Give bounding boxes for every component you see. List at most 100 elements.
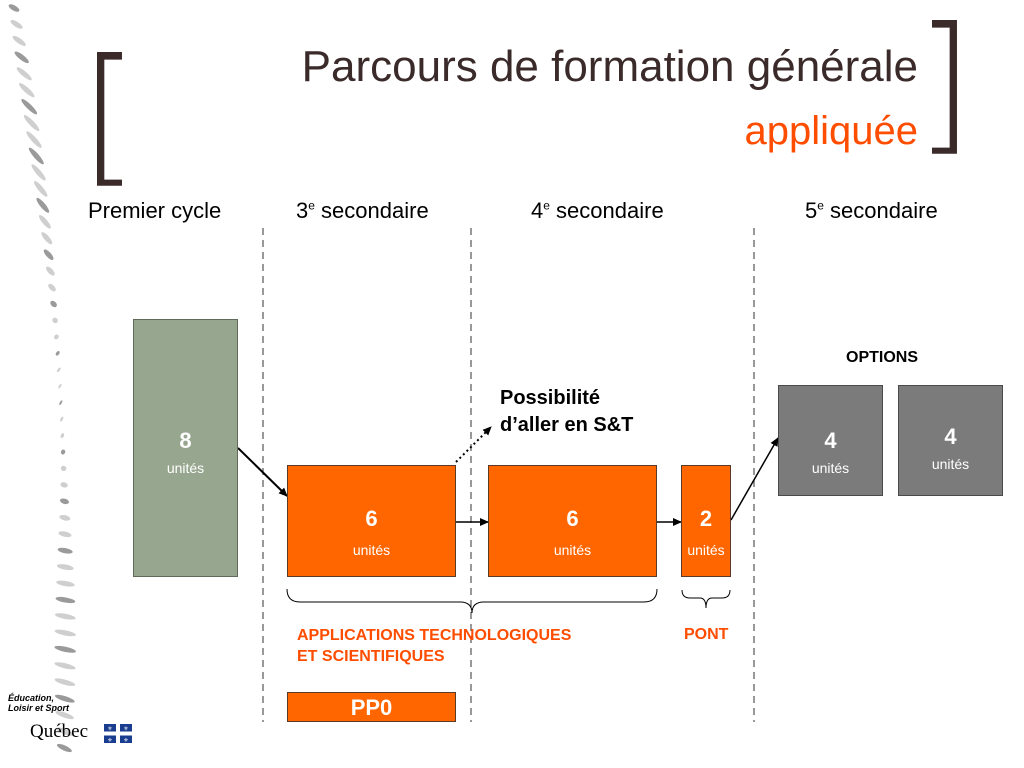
possibility-line-1: Possibilité	[500, 387, 601, 409]
swirl-leaf	[16, 67, 32, 81]
swirl-leaf	[54, 645, 76, 653]
logo-wordmark: Québec	[30, 721, 88, 743]
swirl-leaf	[56, 580, 75, 587]
column-header-sup: e	[543, 198, 550, 213]
swirl-leaf	[58, 383, 62, 389]
column-header-premier-cycle: Premier cycle	[88, 198, 221, 224]
swirl-leaf	[52, 317, 58, 324]
column-header-rest: secondaire	[549, 198, 664, 223]
unit-count: 2	[699, 506, 713, 531]
column-header-3e-secondaire: 3e secondaire	[296, 198, 429, 224]
possibility-label: Possibilité d’aller en S&T	[500, 385, 633, 439]
ministry-logo: Éducation, Loisir et Sport Québec ⚜ ⚜ ⚜ …	[8, 693, 138, 753]
swirl-leaf	[55, 351, 60, 356]
unit-label: unités	[931, 456, 970, 472]
unit-count: 4	[944, 424, 957, 449]
swirl-leaf	[60, 433, 65, 439]
swirl-leaf	[57, 367, 61, 373]
pont-label: PONT	[684, 626, 729, 643]
column-header-rest: secondaire	[314, 198, 429, 223]
swirl-leaf	[60, 498, 69, 505]
swirl-leaf	[28, 147, 44, 165]
unit-count: 4	[824, 428, 837, 453]
unit-label: unités	[811, 460, 850, 476]
svg-text:⚜: ⚜	[107, 737, 112, 743]
unit-count: 6	[365, 506, 378, 531]
box-pp0: PP0	[287, 692, 456, 722]
decorative-swirl	[8, 4, 76, 753]
column-header-number: 5	[805, 198, 818, 223]
swirl-leaf	[23, 115, 40, 132]
box-option-2: 4 unités	[898, 385, 1003, 496]
swirl-leaf	[57, 547, 73, 554]
swirl-leaf	[14, 51, 29, 64]
swirl-leaf	[58, 531, 72, 538]
dotted-arrow-to-st	[455, 426, 492, 463]
logo-quebec-text: Québec	[30, 721, 89, 742]
right-bracket: ]	[915, 0, 974, 170]
possibility-line-2: d’aller en S&T	[500, 414, 634, 436]
swirl-leaf	[56, 727, 73, 736]
column-header-5e-secondaire: 5e secondaire	[805, 198, 938, 224]
swirl-leaf	[43, 249, 54, 260]
swirl-leaf	[59, 400, 63, 406]
swirl-leaf	[36, 197, 50, 213]
applications-line-2: ET SCIENTIFIQUES	[297, 648, 445, 665]
brace-applications	[286, 588, 658, 614]
swirl-leaf	[38, 215, 51, 229]
swirl-leaf	[56, 564, 74, 571]
swirl-leaf	[19, 83, 35, 98]
swirl-leaf	[60, 449, 66, 455]
unit-label: unités	[166, 460, 205, 476]
unit-label: unités	[553, 542, 592, 558]
swirl-leaf	[8, 4, 20, 12]
page-subtitle: appliquée	[744, 109, 919, 153]
swirl-leaf	[50, 300, 57, 308]
unit-count: 8	[179, 428, 192, 453]
swirl-leaf	[60, 465, 67, 472]
swirl-leaf	[55, 596, 76, 604]
box-sec4: 6 unités	[488, 465, 657, 577]
svg-text:⚜: ⚜	[123, 726, 128, 733]
svg-text:⚜: ⚜	[123, 737, 128, 743]
swirl-leaf	[60, 416, 64, 422]
swirl-leaf	[10, 20, 23, 29]
swirl-leaf	[31, 164, 46, 181]
brace-pont	[681, 589, 731, 609]
logo-line-1: Éducation,	[8, 693, 55, 703]
swirl-leaf	[54, 678, 76, 686]
unit-label: unités	[687, 542, 725, 558]
swirl-leaf	[54, 662, 76, 670]
column-header-number: 3	[296, 198, 309, 223]
arrow-premier-to-sec3	[237, 447, 288, 497]
column-header-number: 4	[531, 198, 544, 223]
swirl-leaf	[54, 334, 59, 340]
box-pont: 2 unités	[681, 465, 731, 577]
box-option-1: 4 unités	[778, 385, 883, 496]
quebec-flag-icon: ⚜ ⚜ ⚜ ⚜	[104, 724, 132, 743]
swirl-leaf	[12, 35, 26, 46]
applications-label: APPLICATIONS TECHNOLOGIQUES ET SCIENTIFI…	[297, 625, 571, 667]
logo-line-2: Loisir et Sport	[8, 703, 70, 713]
swirl-leaf	[60, 482, 68, 488]
swirl-leaf	[54, 629, 76, 637]
swirl-leaf	[59, 514, 71, 521]
page-title: Parcours de formation générale	[301, 42, 918, 91]
applications-line-1: APPLICATIONS TECHNOLOGIQUES	[297, 627, 572, 644]
swirl-leaf	[33, 181, 48, 197]
column-header-sup: e	[817, 198, 824, 213]
swirl-leaf	[54, 613, 76, 620]
unit-count: 6	[566, 506, 579, 531]
box-premier-cycle: 8 unités	[133, 319, 238, 577]
column-header-rest: secondaire	[823, 198, 938, 223]
column-header-4e-secondaire: 4e secondaire	[531, 198, 664, 224]
swirl-leaf	[26, 131, 42, 148]
column-header-sup: e	[308, 198, 315, 213]
unit-label: unités	[352, 542, 391, 558]
swirl-leaf	[48, 283, 56, 292]
swirl-leaf	[21, 98, 38, 115]
column-header-label: Premier cycle	[88, 198, 222, 223]
options-label: OPTIONS	[846, 349, 919, 366]
box-sec3: 6 unités	[287, 465, 456, 577]
